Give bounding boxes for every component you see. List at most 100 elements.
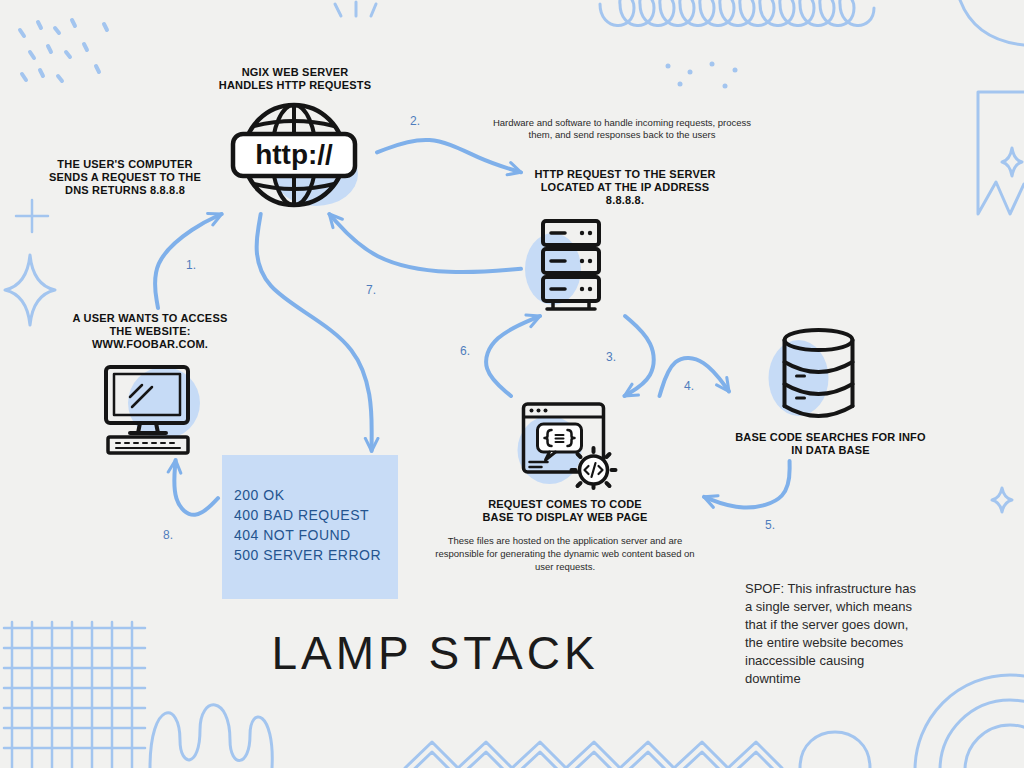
doodle — [335, 2, 376, 16]
doodle — [678, 82, 683, 87]
server-node: HTTP REQUEST TO THE SERVER LOCATED AT TH… — [525, 168, 725, 312]
computer-icon — [116, 443, 180, 448]
doodle — [688, 70, 693, 75]
server-icon — [588, 231, 592, 235]
step-number: 6. — [460, 344, 470, 358]
node-heading: A USER WANTS TO ACCESS THE WEBSITE: WWW.… — [70, 312, 230, 351]
doodle — [978, 92, 1024, 214]
computer-icon — [106, 367, 188, 423]
doodle — [4, 622, 145, 768]
step-number: 4. — [684, 379, 694, 393]
status-code: 404 NOT FOUND — [234, 525, 351, 545]
computer-icon — [130, 385, 152, 407]
annotation-note: SPOF: This infrastructure has a single s… — [745, 580, 920, 688]
server-icon — [551, 233, 565, 289]
computer-icon — [108, 437, 188, 453]
doodle — [1002, 148, 1022, 176]
globe-icon — [233, 105, 358, 206]
icon-text: http:// — [233, 134, 355, 176]
server-icon — [580, 259, 584, 263]
node-heading: HTTP REQUEST TO THE SERVER LOCATED AT TH… — [525, 168, 725, 207]
database-icon — [797, 376, 805, 398]
status-code: 200 OK — [234, 485, 284, 505]
step-number: 3. — [606, 350, 616, 364]
step-number: 5. — [765, 518, 775, 532]
globe-icon — [233, 134, 355, 176]
doodle — [405, 742, 782, 768]
node-heading: BASE CODE SEARCHES FOR INFO IN DATA BASE — [733, 431, 928, 457]
doodle — [723, 84, 728, 89]
flow-arrow — [486, 316, 540, 396]
annotation-text: Hardware and software to handle incoming… — [492, 117, 752, 141]
database-icon — [769, 330, 853, 416]
code-window-icon — [568, 430, 575, 446]
database-node: BASE CODE SEARCHES FOR INFO IN DATA BASE — [733, 326, 928, 457]
server-icon — [525, 221, 599, 309]
diagram-title: LAMP STACK — [190, 626, 680, 680]
icon-slot — [518, 400, 613, 490]
server-icon — [588, 287, 592, 291]
server-icon — [547, 301, 595, 309]
doodle — [733, 68, 738, 73]
icon-slot — [769, 326, 859, 421]
node-heading: NGIX WEB SERVER HANDLES HTTP REQUESTS — [217, 66, 373, 92]
flow-arrow — [660, 358, 730, 396]
server-icon — [580, 287, 584, 291]
code-window-icon — [538, 424, 582, 452]
doodle — [4, 0, 1024, 768]
status-code: 400 BAD REQUEST — [234, 505, 369, 525]
globe-icon — [254, 184, 334, 189]
flow-arrow — [377, 140, 521, 172]
code-window-icon — [530, 462, 548, 467]
step-number: 1. — [186, 258, 196, 272]
code-window-icon — [518, 416, 582, 484]
server-icon — [588, 259, 592, 263]
code-window-icon — [537, 409, 541, 413]
node-description: These files are hosted on the applicatio… — [430, 534, 700, 573]
code-window-icon — [544, 409, 548, 413]
status-code: 500 SERVER ERROR — [234, 545, 381, 565]
step-number: 8. — [163, 528, 173, 542]
globe-icon — [254, 121, 334, 126]
doodle — [710, 62, 715, 67]
code-window-icon — [585, 463, 603, 477]
computer-icon — [106, 367, 200, 453]
step-number: 7. — [366, 283, 376, 297]
doodle — [150, 705, 272, 768]
doodle — [405, 752, 782, 768]
doodle — [800, 732, 870, 768]
flow-arrow — [624, 316, 653, 396]
icon-slot — [525, 217, 605, 312]
doodle — [666, 64, 671, 69]
status-code-box: 200 OK400 BAD REQUEST404 NOT FOUND500 SE… — [222, 455, 398, 599]
user-computer-node: A USER WANTS TO ACCESS THE WEBSITE: WWW.… — [70, 312, 230, 456]
doodle — [20, 20, 107, 81]
code-window-icon — [530, 409, 534, 413]
flow-arrow — [155, 214, 222, 308]
flow-arrow — [174, 460, 218, 515]
annotation-text: THE USER'S COMPUTER SENDS A REQUEST TO T… — [40, 158, 210, 197]
flow-arrow — [704, 461, 790, 508]
code-window-icon — [580, 456, 608, 484]
code-window-icon — [518, 404, 616, 488]
code-window-icon — [556, 435, 564, 442]
doodle — [940, 700, 1024, 768]
icon-slot — [100, 361, 200, 456]
server-icon — [580, 231, 584, 235]
code-window-icon — [545, 430, 552, 446]
flow-arrow — [329, 214, 521, 272]
flow-arrow — [257, 214, 372, 451]
code-window-icon — [546, 452, 556, 460]
step-number: 2. — [410, 114, 420, 128]
database-icon — [785, 330, 853, 350]
computer-icon — [130, 423, 166, 433]
doodle — [965, 725, 1024, 768]
computer-icon — [114, 374, 180, 415]
icon-slot: http:// — [230, 100, 360, 210]
doodle — [16, 200, 48, 232]
doodle — [600, 0, 874, 26]
code-base-node: REQUEST COMES TO CODE BASE TO DISPLAY WE… — [430, 400, 700, 573]
code-window-icon — [572, 448, 616, 488]
database-icon — [785, 362, 853, 416]
